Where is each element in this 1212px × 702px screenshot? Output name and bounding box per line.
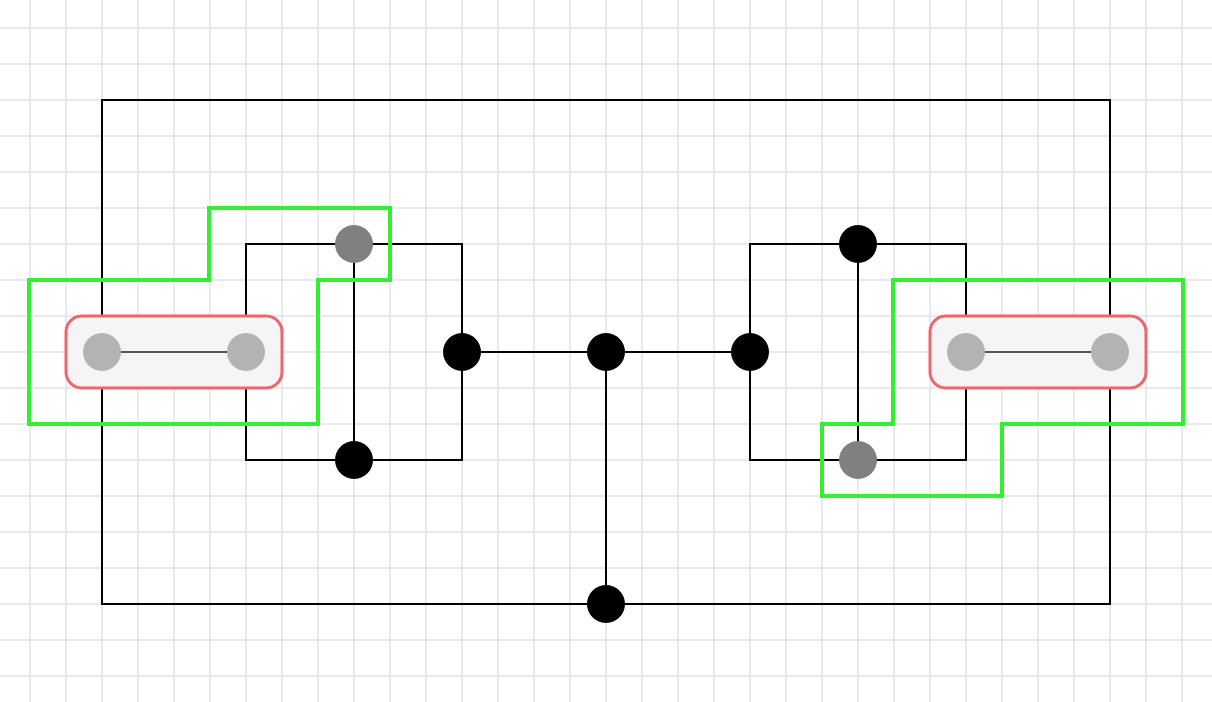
node-bottom-center[interactable] — [587, 585, 625, 623]
node-left-top[interactable] — [335, 225, 373, 263]
node-right-top[interactable] — [839, 225, 877, 263]
node-left-junction[interactable] — [443, 333, 481, 371]
node-right-pair-b[interactable] — [1091, 333, 1129, 371]
node-center[interactable] — [587, 333, 625, 371]
node-left-bottom[interactable] — [335, 441, 373, 479]
node-groups — [64, 314, 1148, 390]
node-left-pair-a[interactable] — [83, 333, 121, 371]
node-right-pair-a[interactable] — [947, 333, 985, 371]
nodes — [83, 225, 1129, 623]
node-right-bottom[interactable] — [839, 441, 877, 479]
selection-outlines — [27, 206, 1185, 498]
right-selection-outline[interactable] — [820, 278, 1185, 498]
node-right-junction[interactable] — [731, 333, 769, 371]
node-left-pair-b[interactable] — [227, 333, 265, 371]
left-selection-outline[interactable] — [27, 206, 392, 426]
